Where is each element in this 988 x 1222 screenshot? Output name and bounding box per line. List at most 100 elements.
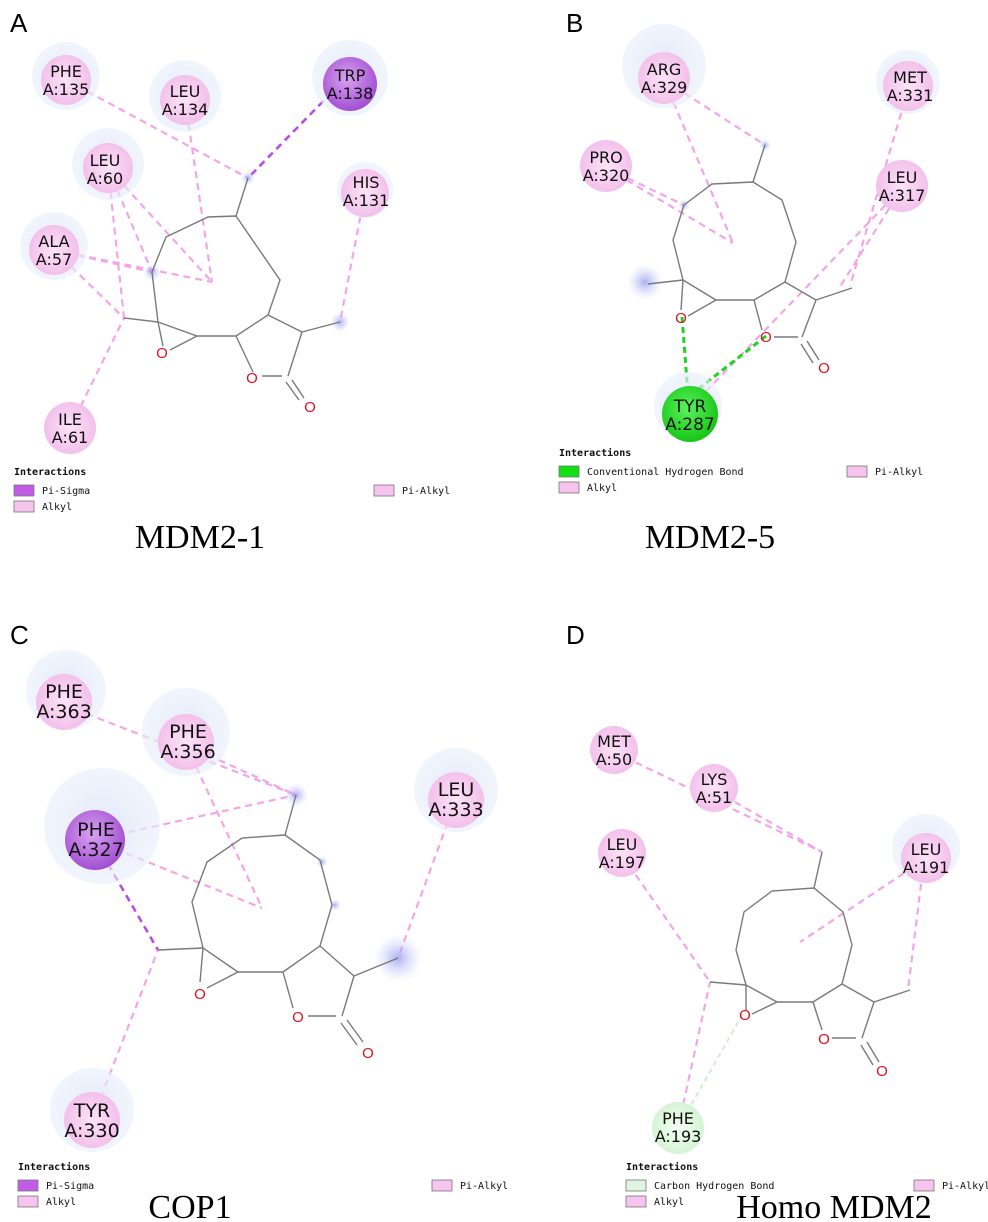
residue-name: PHE bbox=[169, 721, 207, 743]
ligand-highlight bbox=[329, 899, 341, 911]
residue-id: A:327 bbox=[68, 839, 123, 861]
residue-id: A:329 bbox=[641, 78, 688, 97]
residue-phe-135: PHE A:135 bbox=[32, 42, 100, 110]
oxygen-atom: O bbox=[818, 1031, 830, 1048]
legend-item: Pi-Alkyl bbox=[942, 1181, 988, 1192]
residue-name: TYR bbox=[673, 397, 707, 417]
legend-item: Pi-Alkyl bbox=[875, 467, 923, 478]
residue-id: A:191 bbox=[903, 858, 950, 877]
residue-id: A:193 bbox=[655, 1127, 702, 1146]
oxygen-atom: O bbox=[675, 310, 687, 327]
residue-name: MET bbox=[893, 68, 927, 87]
residue-met-331: MET A:331 bbox=[876, 50, 940, 114]
legend-swatch-pi-alkyl bbox=[846, 465, 868, 478]
oxygen-atom: O bbox=[156, 345, 168, 362]
ligand-highlight bbox=[627, 264, 663, 300]
residue-id: A:135 bbox=[43, 80, 90, 99]
legend-title: Interactions bbox=[559, 447, 631, 459]
residue-name: ALA bbox=[38, 232, 69, 251]
legend-title: Interactions bbox=[626, 1161, 698, 1173]
caption-b: MDM2-5 bbox=[645, 519, 775, 556]
legend-swatch-pi-alkyl bbox=[373, 484, 395, 497]
oxygen-atom: O bbox=[304, 399, 316, 416]
oxygen-atom: O bbox=[760, 329, 772, 346]
legend-swatch-pi-alkyl bbox=[913, 1179, 935, 1192]
panel-c: C O O bbox=[10, 620, 508, 1222]
legend-item: Alkyl bbox=[42, 502, 72, 513]
oxygen-atom: O bbox=[818, 360, 830, 377]
residue-name: PHE bbox=[77, 819, 115, 841]
legend-item: Carbon Hydrogen Bond bbox=[654, 1181, 774, 1192]
residue-id: A:320 bbox=[583, 166, 630, 185]
legend-swatch-pi-sigma bbox=[17, 1179, 39, 1192]
panel-label-c: C bbox=[10, 620, 29, 650]
legend-title: Interactions bbox=[14, 466, 86, 478]
ligand-c: O O O bbox=[157, 783, 422, 1062]
residue-name: LEU bbox=[438, 779, 475, 801]
residue-ile-61: ILE A:61 bbox=[44, 402, 96, 454]
legend-item: Pi-Sigma bbox=[42, 486, 90, 497]
residue-name: LEU bbox=[170, 82, 201, 101]
legend-swatch-alkyl bbox=[625, 1195, 647, 1208]
residue-met-50: MET A:50 bbox=[590, 726, 638, 774]
residue-id: A:60 bbox=[87, 169, 123, 188]
panel-label-a: A bbox=[10, 8, 28, 38]
residue-id: A:356 bbox=[160, 741, 215, 763]
legend-title: Interactions bbox=[18, 1161, 90, 1173]
interaction-lines-b bbox=[605, 79, 910, 409]
legend-item: Alkyl bbox=[46, 1197, 76, 1208]
residue-name: ARG bbox=[647, 60, 681, 79]
legend-item: Pi-Alkyl bbox=[460, 1181, 508, 1192]
residue-leu-60: LEU A:60 bbox=[72, 128, 144, 200]
residue-id: A:50 bbox=[596, 750, 632, 769]
legend-item: Alkyl bbox=[654, 1197, 684, 1208]
oxygen-atom: O bbox=[362, 1045, 374, 1062]
residue-id: A:287 bbox=[665, 415, 715, 435]
legend-item: Alkyl bbox=[587, 483, 617, 494]
residue-his-131: HIS A:131 bbox=[337, 162, 393, 218]
legend-swatch-alkyl bbox=[558, 481, 580, 494]
residue-id: A:61 bbox=[52, 428, 88, 447]
panel-label-b: B bbox=[566, 8, 583, 38]
panel-d: D O O O MET bbox=[566, 620, 988, 1222]
legend-b: Interactions Conventional Hydrogen Bond … bbox=[558, 447, 923, 494]
residue-leu-191: LEU A:191 bbox=[892, 814, 960, 883]
residue-tyr-330: TYR A:330 bbox=[50, 1068, 134, 1152]
legend-swatch-hbond bbox=[558, 465, 580, 478]
residue-lys-51: LYS A:51 bbox=[690, 764, 738, 812]
ligand-a: O O O bbox=[123, 171, 350, 416]
residue-id: A:331 bbox=[887, 86, 934, 105]
residue-name: ILE bbox=[58, 410, 82, 429]
interaction-lines-c bbox=[63, 703, 458, 1121]
residue-ala-57: ALA A:57 bbox=[20, 212, 88, 280]
residue-trp-138: TRP A:138 bbox=[312, 40, 388, 116]
residue-name: TYR bbox=[73, 1100, 110, 1122]
legend-item: Conventional Hydrogen Bond bbox=[587, 467, 744, 478]
residue-leu-333: LEU A:333 bbox=[414, 748, 498, 832]
panel-b: B O O bbox=[558, 8, 940, 556]
residue-name: LYS bbox=[701, 770, 728, 789]
legend-item: Pi-Alkyl bbox=[402, 486, 450, 497]
residue-id: A:333 bbox=[428, 799, 483, 821]
residue-id: A:134 bbox=[162, 100, 209, 119]
residue-id: A:138 bbox=[327, 84, 374, 103]
panel-a: A bbox=[10, 8, 450, 556]
residue-pro-320: PRO A:320 bbox=[580, 140, 632, 192]
residue-arg-329: ARG A:329 bbox=[622, 24, 706, 108]
residue-id: A:51 bbox=[696, 788, 732, 807]
residue-name: TRP bbox=[334, 66, 366, 85]
oxygen-atom: O bbox=[194, 986, 206, 1003]
residue-name: PHE bbox=[50, 62, 82, 81]
residue-name: LEU bbox=[90, 151, 121, 170]
residue-name: MET bbox=[597, 732, 631, 751]
residue-tyr-287: TYR A:287 bbox=[654, 372, 722, 442]
legend-swatch-carbon-hbond bbox=[625, 1179, 647, 1192]
residue-leu-197: LEU A:197 bbox=[598, 829, 646, 877]
oxygen-atom: O bbox=[739, 1007, 751, 1024]
oxygen-atom: O bbox=[292, 1009, 304, 1026]
residue-id: A:363 bbox=[36, 701, 91, 723]
legend-swatch-pi-sigma bbox=[13, 484, 35, 497]
legend-c: Interactions Pi-Sigma Alkyl Pi-Alkyl bbox=[17, 1161, 508, 1208]
